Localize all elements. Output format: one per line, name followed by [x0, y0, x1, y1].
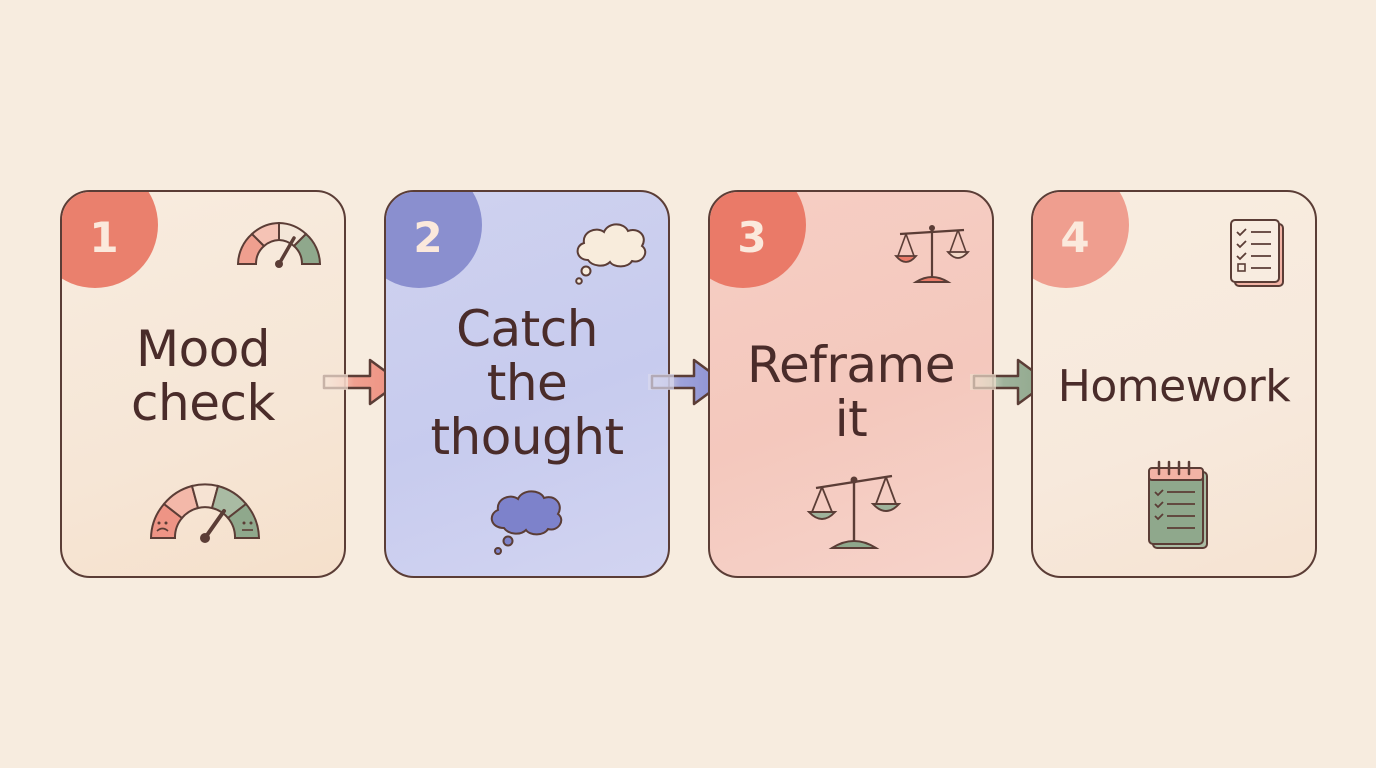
notepad-icon	[1148, 460, 1208, 549]
step-number: 3	[737, 213, 767, 262]
step-card-homework: 4 Homework	[1031, 190, 1317, 578]
thought-bubble-icon	[575, 223, 647, 285]
balance-scale-icon	[894, 225, 970, 283]
gauge-icon	[236, 221, 322, 268]
step-card-catch-the-thought: 2 Catch the thought	[384, 190, 670, 578]
step-number: 4	[1060, 213, 1090, 262]
step-title: Homework	[1057, 361, 1291, 412]
step-card-mood-check: 1 Mood check	[60, 190, 346, 578]
thought-cloud-icon	[490, 490, 563, 555]
step-title: Mood check	[131, 320, 275, 432]
balance-scale-large-icon	[806, 474, 902, 549]
step-number: 2	[413, 213, 443, 262]
checklist-icon	[1230, 219, 1284, 287]
arrow-icon	[320, 358, 402, 406]
step-title: Catch the thought	[430, 300, 624, 466]
step-number: 1	[89, 213, 119, 262]
mood-meter-icon	[149, 483, 261, 543]
step-title: Reframe it	[746, 336, 956, 448]
step-card-reframe-it: 3 Reframe it	[708, 190, 994, 578]
